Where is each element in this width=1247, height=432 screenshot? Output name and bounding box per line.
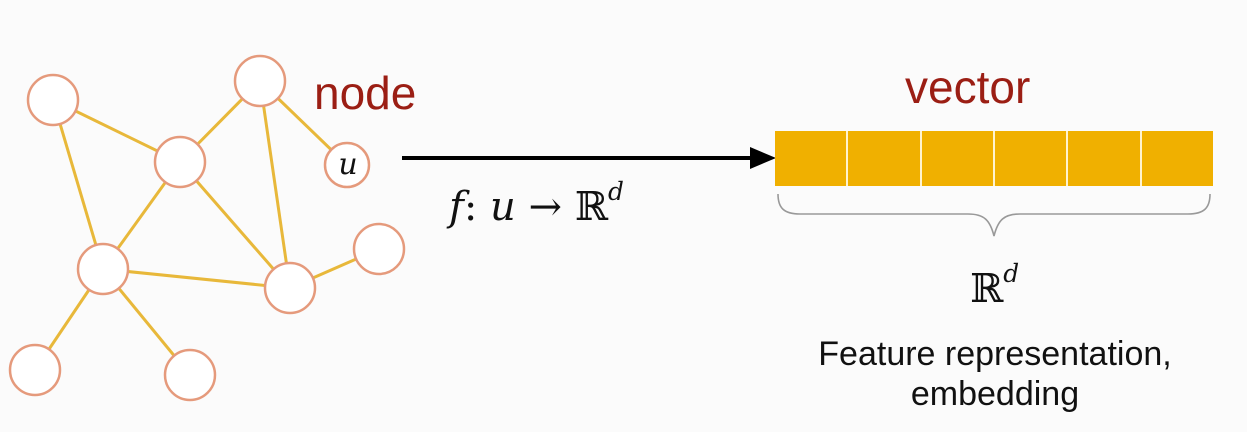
graph-node: [163, 348, 217, 402]
embedding-caption: Feature representation, embedding: [730, 334, 1247, 414]
embedding-space-exponent: d: [1003, 259, 1020, 288]
edge: [258, 80, 292, 289]
formula-function: f: [449, 183, 464, 230]
graph-node: [26, 73, 80, 127]
caption-line-1: Feature representation,: [818, 335, 1172, 373]
graph-node-u: [323, 141, 371, 189]
embedding-space: ℝd: [970, 259, 1020, 312]
mapping-arrow: [402, 147, 776, 169]
embedding-vector: [775, 131, 1213, 186]
graph-node: [153, 135, 207, 189]
caption-line-2: embedding: [910, 375, 1080, 413]
graph-node: [263, 261, 317, 315]
vector-cell: [1068, 131, 1142, 186]
formula-space: ℝ: [574, 183, 608, 230]
mapping-formula: f: u → ℝd: [449, 177, 624, 230]
formula-arrow: →: [528, 183, 563, 230]
vector-label: vector: [905, 61, 1031, 113]
graph-node: [76, 242, 130, 296]
embedding-space-symbol: ℝ: [970, 265, 1004, 312]
node-u-label: u: [338, 147, 358, 182]
formula-exponent: d: [607, 177, 624, 206]
graph-node: [8, 343, 62, 397]
edge: [102, 267, 291, 290]
vector-cell: [848, 131, 922, 186]
formula-variable: u: [490, 183, 516, 230]
formula-colon: :: [463, 183, 478, 230]
vector-cell: [1141, 131, 1213, 186]
graph-nodes: [8, 54, 406, 402]
graph-edges: [33, 79, 380, 376]
vector-cell: [921, 131, 995, 186]
vector-cell: [775, 131, 849, 186]
vector-cell: [994, 131, 1069, 186]
vector-brace: [777, 193, 1211, 237]
graph-node: [352, 222, 406, 276]
graph-node: [233, 54, 287, 108]
edge: [178, 161, 292, 289]
node-label: node: [314, 67, 417, 119]
edge: [51, 99, 105, 270]
